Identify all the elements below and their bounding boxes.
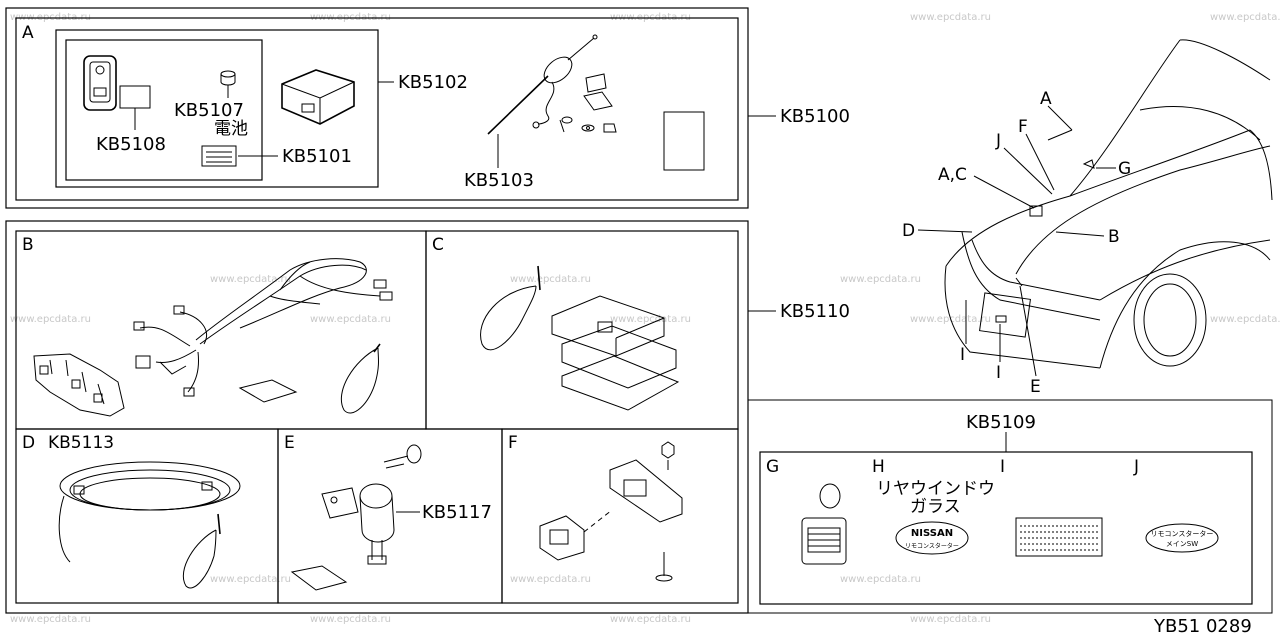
section-a-letter: A xyxy=(22,23,34,43)
watermark: www.epcdata.ru xyxy=(840,574,921,585)
connector-bracket-icon xyxy=(33,353,125,417)
kit-frame-extension xyxy=(748,399,1273,614)
section-d-letter: D xyxy=(22,433,35,453)
diagram-code: YB51 0289 xyxy=(1153,616,1252,637)
cable-tie-icon xyxy=(182,513,221,589)
wire-coil-icon xyxy=(58,461,241,563)
nissan-badge-subtext: リモコンスターター xyxy=(905,542,959,550)
watermark: www.epcdata.ru xyxy=(610,314,691,325)
part-kb5103: KB5103 xyxy=(464,170,534,191)
part-kb5108: KB5108 xyxy=(96,134,166,155)
part-kb5109: KB5109 xyxy=(966,412,1036,433)
vehicle-illustration xyxy=(944,39,1273,369)
section-b-frame xyxy=(15,230,427,430)
warning-label-icon xyxy=(1015,517,1103,557)
remote-kit-box xyxy=(55,29,379,188)
watermark: www.epcdata.ru xyxy=(210,274,291,285)
part-kb5113: KB5113 xyxy=(48,433,114,453)
harness-kit-frame xyxy=(5,220,749,614)
label-letter-i: I xyxy=(1000,457,1005,477)
watermark: www.epcdata.ru xyxy=(840,274,921,285)
callout-j: J xyxy=(995,131,1001,151)
cable-tie-icon xyxy=(340,343,381,414)
foam-pad-stack-icon xyxy=(551,295,680,411)
nissan-badge-sticker: NISSAN リモコンスターター xyxy=(895,521,969,555)
callout-i: I xyxy=(996,363,1001,383)
part-kb5101: KB5101 xyxy=(282,146,352,167)
callout-b: B xyxy=(1108,227,1120,247)
watermark: www.epcdata.ru xyxy=(610,614,691,625)
pad-icon xyxy=(290,565,348,591)
pad-icon xyxy=(238,379,298,403)
watermark: www.epcdata.ru xyxy=(510,274,591,285)
part-kb5107: KB5107 xyxy=(174,100,244,121)
section-e-letter: E xyxy=(284,433,295,453)
main-switch-text: リモコンスターター xyxy=(1151,529,1214,538)
watermark: www.epcdata.ru xyxy=(910,12,991,23)
callout-d: D xyxy=(902,221,915,241)
callout-ac: A,C xyxy=(938,165,967,185)
section-c-letter: C xyxy=(432,235,444,255)
battery-label: 電池 xyxy=(214,119,248,139)
part-kb5102: KB5102 xyxy=(398,72,468,93)
mount-bracket-icon xyxy=(609,441,683,582)
label-letter-h: H xyxy=(872,457,885,477)
watermark: www.epcdata.ru xyxy=(510,574,591,585)
watermark: www.epcdata.ru xyxy=(10,614,91,625)
remote-case-icon xyxy=(119,85,151,109)
section-f-frame xyxy=(501,428,739,604)
remote-fob-icon xyxy=(83,55,117,111)
section-a: A KB5108 KB5107 電池 KB5101 xyxy=(5,7,850,209)
harness-kit: KB5110 B xyxy=(5,220,1273,614)
labels-group: KB5109 G H I J リヤウインドウ ガラス NISSAN リモコンスタ… xyxy=(759,412,1253,605)
antenna-icon xyxy=(487,34,617,135)
manual-icon xyxy=(663,111,705,171)
watermark: www.epcdata.ru xyxy=(310,614,391,625)
part-kb5110: KB5110 xyxy=(780,301,850,322)
labels-group-frame xyxy=(759,451,1253,605)
hood-switch-icon xyxy=(321,444,422,565)
watermark: www.epcdata.ru xyxy=(10,314,91,325)
rear-window-caption: リヤウインドウ xyxy=(876,479,995,499)
sticker-icon xyxy=(201,145,237,167)
battery-icon xyxy=(220,70,236,86)
section-a-outer-frame xyxy=(5,7,749,209)
cable-tie-icon xyxy=(480,265,541,351)
control-unit-icon xyxy=(281,69,355,125)
label-letter-g: G xyxy=(766,457,779,477)
watermark: www.epcdata.ru xyxy=(210,574,291,585)
rear-window-caption: ガラス xyxy=(910,497,961,517)
label-letter-j: J xyxy=(1133,457,1139,477)
callout-a: A xyxy=(1040,89,1052,109)
wire-harness-icon xyxy=(133,258,393,397)
watermark: www.epcdata.ru xyxy=(1210,314,1280,325)
watermark: www.epcdata.ru xyxy=(910,614,991,625)
callout-f: F xyxy=(1018,117,1028,137)
part-kb5117: KB5117 xyxy=(422,502,492,523)
assembly-line xyxy=(583,509,613,533)
watermark: www.epcdata.ru xyxy=(1210,12,1280,23)
section-b-letter: B xyxy=(22,235,34,255)
remote-subkit-box xyxy=(65,39,263,181)
switch-module-icon xyxy=(539,515,585,561)
callout-i: I xyxy=(960,345,965,365)
watermark-layer: www.epcdata.ru www.epcdata.ru www.epcdat… xyxy=(10,12,1280,625)
vehicle-callouts: A F J G A,C D B I I E xyxy=(902,89,1131,397)
main-switch-text: メインSW xyxy=(1166,540,1198,548)
part-kb5100: KB5100 xyxy=(780,106,850,127)
section-f-letter: F xyxy=(508,433,518,453)
nissan-badge-text: NISSAN xyxy=(911,528,953,539)
watermark: www.epcdata.ru xyxy=(310,314,391,325)
callout-e: E xyxy=(1030,377,1041,397)
section-a-frame xyxy=(15,17,739,201)
section-c-frame xyxy=(425,230,739,430)
main-switch-sticker: リモコンスターター メインSW xyxy=(1145,523,1219,553)
hang-tag-icon xyxy=(801,483,847,565)
callout-g: G xyxy=(1118,159,1131,179)
